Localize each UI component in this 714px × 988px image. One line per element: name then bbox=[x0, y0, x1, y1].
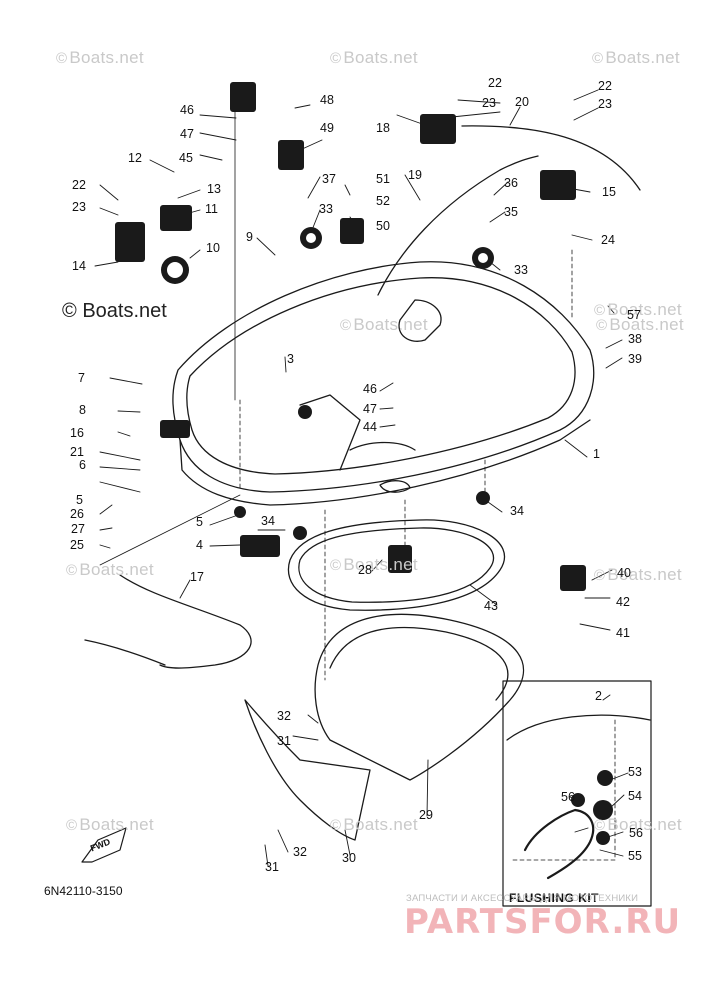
part-number-label: 33 bbox=[514, 263, 528, 277]
part-number-label: 4 bbox=[196, 538, 203, 552]
part-number-label: 14 bbox=[72, 259, 86, 273]
shift-cable bbox=[119, 574, 252, 669]
watermark: ©Boats.net bbox=[594, 300, 682, 319]
part-number-label: 52 bbox=[376, 194, 390, 208]
part-number-label: 32 bbox=[293, 845, 307, 859]
part-number-label: 23 bbox=[482, 96, 496, 110]
part-number-label: 42 bbox=[616, 595, 630, 609]
part-number-label: 28 bbox=[358, 563, 372, 577]
watermark: ©Boats.net bbox=[340, 315, 428, 334]
part-number-label: 56 bbox=[561, 790, 575, 804]
part-number-label: 35 bbox=[504, 205, 518, 219]
part-number-label: 23 bbox=[598, 97, 612, 111]
seller-caption: ЗАПЧАСТИ И АКСЕССУАРЫ ДЛЯ МОТОТЕХНИКИ bbox=[406, 893, 639, 904]
part-number-label: 33 bbox=[319, 202, 333, 216]
watermark: ©Boats.net bbox=[592, 48, 680, 67]
part-number-label: 50 bbox=[376, 219, 390, 233]
watermark: ©Boats.net bbox=[56, 48, 144, 67]
part-number-label: 49 bbox=[320, 121, 334, 135]
part-number-label: 54 bbox=[628, 789, 642, 803]
part-number-label: 22 bbox=[488, 76, 502, 90]
part-number-label: 53 bbox=[628, 765, 642, 779]
side-panel-outline bbox=[244, 699, 371, 841]
part-number-label: 8 bbox=[79, 403, 86, 417]
part-number-label: 2 bbox=[595, 689, 602, 703]
part-number-label: 55 bbox=[628, 849, 642, 863]
part-number-label: 46 bbox=[363, 382, 377, 396]
part-number-label: 31 bbox=[277, 734, 291, 748]
part-number-label: 23 bbox=[72, 200, 86, 214]
flushing-kit-label: FLUSHING KIT bbox=[509, 891, 599, 905]
part-number-label: 11 bbox=[205, 202, 218, 216]
part-number-label: 44 bbox=[363, 420, 377, 434]
part-number-label: 22 bbox=[72, 178, 86, 192]
part-number-label: 40 bbox=[617, 566, 631, 580]
part-number-label: 57 bbox=[627, 308, 641, 322]
part-number-label: 31 bbox=[265, 860, 279, 874]
fwd-arrow bbox=[81, 827, 127, 863]
part-number-label: 32 bbox=[277, 709, 291, 723]
watermark-main: © Boats.net bbox=[62, 300, 167, 322]
part-number-label: 34 bbox=[510, 504, 524, 518]
watermark: ©Boats.net bbox=[66, 815, 154, 834]
part-number-label: 22 bbox=[598, 79, 612, 93]
part-number-label: 16 bbox=[70, 426, 84, 440]
part-number-label: 34 bbox=[261, 514, 275, 528]
part-number-label: 51 bbox=[376, 172, 390, 186]
part-number-label: 25 bbox=[70, 538, 84, 552]
part-number-label: 20 bbox=[515, 95, 529, 109]
part-number-label: 5 bbox=[196, 515, 203, 529]
part-number-label: 30 bbox=[342, 851, 356, 865]
part-number-label: 19 bbox=[408, 168, 422, 182]
part-number-label: 24 bbox=[601, 233, 615, 247]
watermark: ©Boats.net bbox=[330, 815, 418, 834]
part-number-label: 10 bbox=[206, 241, 220, 255]
part-number-label: 41 bbox=[616, 626, 630, 640]
flushing-kit-box bbox=[502, 680, 652, 907]
watermark: ©Boats.net bbox=[330, 555, 418, 574]
part-number-label: 47 bbox=[180, 127, 194, 141]
part-number-label: 38 bbox=[628, 332, 642, 346]
part-number-label: 21 bbox=[70, 445, 84, 459]
part-number-label: 5 bbox=[76, 493, 83, 507]
part-number-label: 45 bbox=[179, 151, 193, 165]
part-number-label: 36 bbox=[504, 176, 518, 190]
part-number-label: 1 bbox=[593, 447, 600, 461]
part-number-label: 37 bbox=[322, 172, 336, 186]
watermark: ©Boats.net bbox=[596, 315, 684, 334]
seal-outline bbox=[287, 519, 506, 611]
diagram-code: 6N42110-3150 bbox=[44, 884, 123, 898]
part-number-label: 29 bbox=[419, 808, 433, 822]
part-number-label: 13 bbox=[207, 182, 221, 196]
part-number-label: 9 bbox=[246, 230, 253, 244]
watermark: ©Boats.net bbox=[594, 815, 682, 834]
watermark: ©Boats.net bbox=[66, 560, 154, 579]
part-number-label: 46 bbox=[180, 103, 194, 117]
part-number-label: 6 bbox=[79, 458, 86, 472]
part-number-label: 47 bbox=[363, 402, 377, 416]
watermark: ©Boats.net bbox=[594, 565, 682, 584]
watermark: ©Boats.net bbox=[330, 48, 418, 67]
apron-outline bbox=[314, 613, 525, 781]
part-number-label: 3 bbox=[287, 352, 294, 366]
part-number-label: 26 bbox=[70, 507, 84, 521]
part-number-label: 39 bbox=[628, 352, 642, 366]
part-number-label: 17 bbox=[190, 570, 204, 584]
part-number-label: 7 bbox=[78, 371, 85, 385]
part-number-label: 12 bbox=[128, 151, 142, 165]
part-number-label: 27 bbox=[71, 522, 85, 536]
part-number-label: 15 bbox=[602, 185, 616, 199]
part-number-label: 48 bbox=[320, 93, 334, 107]
part-number-label: 18 bbox=[376, 121, 390, 135]
part-number-label: 56 bbox=[629, 826, 643, 840]
bottom-cowling-outline bbox=[172, 261, 595, 493]
part-number-label: 43 bbox=[484, 599, 498, 613]
seller-brand: PARTSFOR.RU bbox=[404, 902, 682, 942]
